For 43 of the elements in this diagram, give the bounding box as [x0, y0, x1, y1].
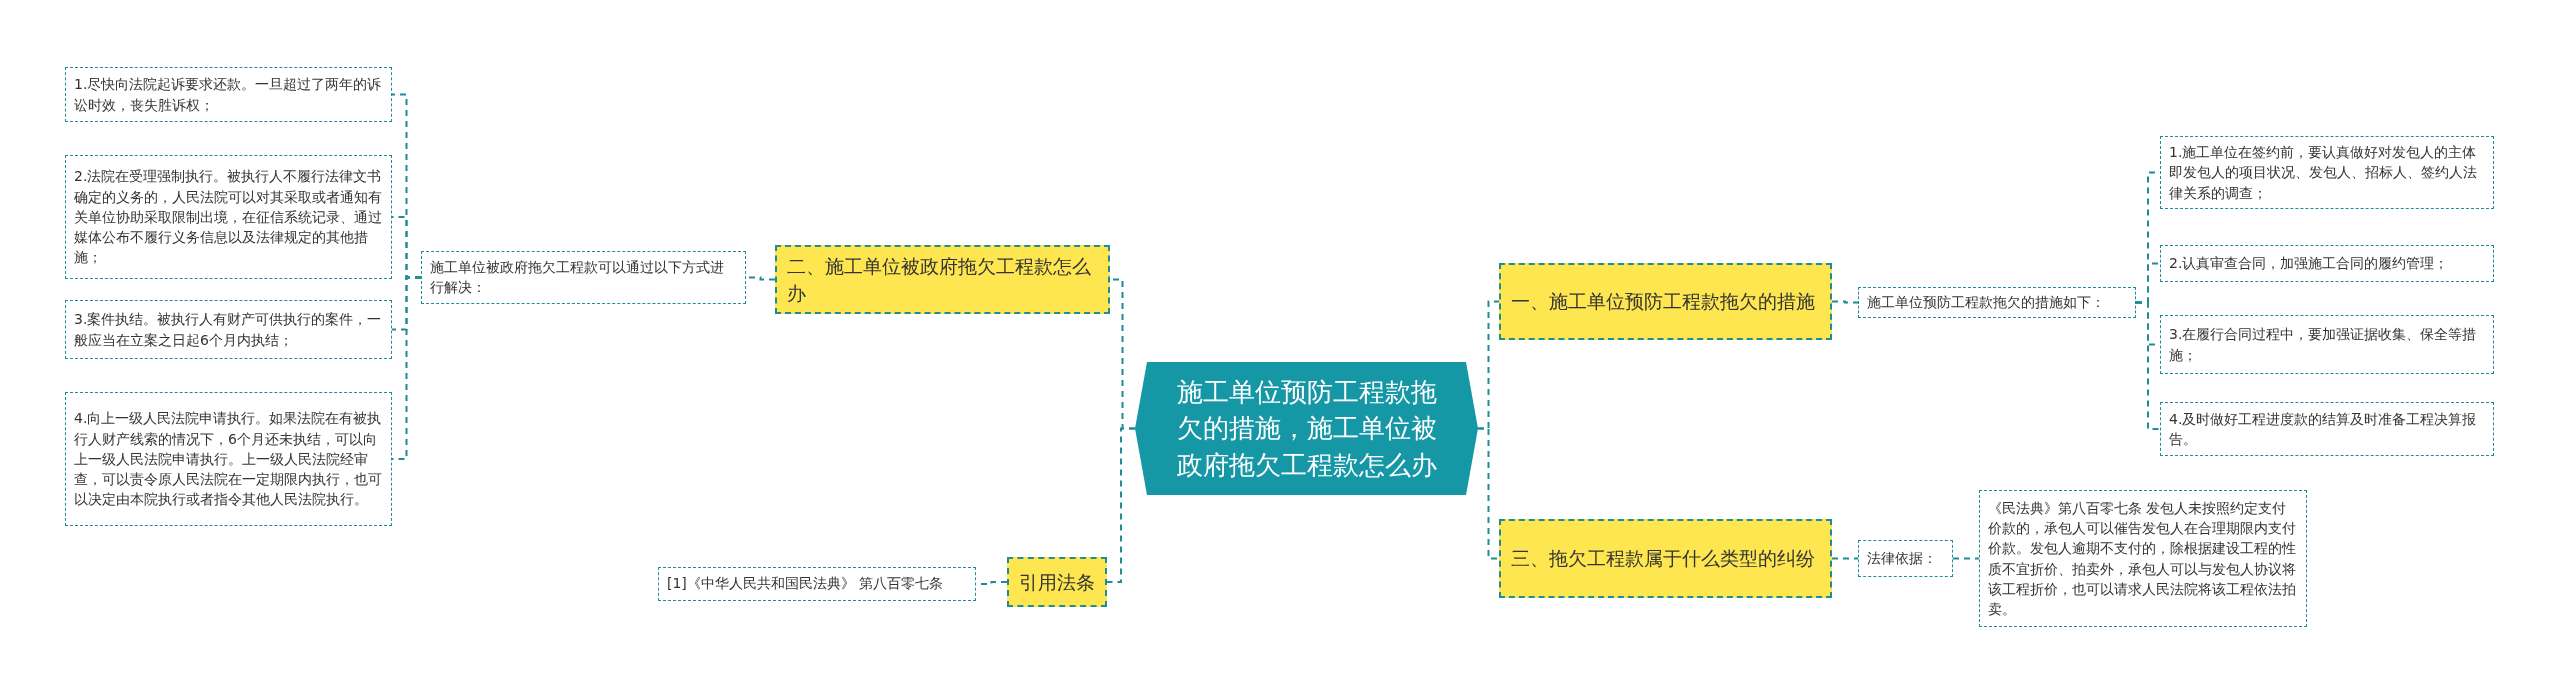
note-text: [1]《中华人民共和国民法典》 第八百零七条	[667, 574, 944, 594]
topic-text: 引用法条	[1019, 569, 1095, 595]
note-text: 施工单位被政府拖欠工程款可以通过以下方式进行解决：	[430, 257, 725, 297]
detail-text: 1.施工单位在签约前，要认真做好对发包人的主体即发包人的项目状况、发包人、招标人、签约人法律关系的调查；	[2169, 143, 2478, 203]
central-topic-text: 施工单位预防工程款拖欠的措施，施工单位被政府拖欠工程款怎么办	[1175, 375, 1438, 482]
connector-line	[1952, 557, 1980, 560]
topic-text: 二、施工单位被政府拖欠工程款怎么办	[787, 253, 1092, 306]
note-text: 法律依据：	[1867, 548, 1937, 568]
detail-text: 4.向上一级人民法院申请执行。如果法院在有被执行人财产线索的情况下，6个月还未执结，可以向上一级人民法院申请执行。上一级人民法院经审查，可以责令原人民法院在一定期限内执行，也可以决定由本院执行或者指令其他人民法院执行。	[74, 409, 383, 510]
detail-text: 4.及时做好工程进度款的结算及时准备工程决算报告。	[2169, 409, 2478, 449]
topic-box	[1499, 519, 1832, 598]
detail-text: 3.案件执结。被执行人有财产可供执行的案件，一般应当在立案之日起6个月内执结；	[74, 310, 383, 350]
connector-line	[1106, 427, 1136, 583]
topic-box	[1007, 557, 1107, 607]
detail-box	[2160, 136, 2494, 209]
connector-line	[391, 276, 422, 460]
detail-text: 2.认真审查合同，加强施工合同的履约管理；	[2169, 254, 2449, 274]
detail-text: 1.尽快向法院起诉要求还款。一旦超过了两年的诉讼时效，丧失胜诉权；	[74, 75, 383, 115]
topic-text: 三、拖欠工程款属于什么类型的纠纷	[1511, 546, 1815, 572]
detail-box	[65, 392, 392, 526]
note-box	[421, 251, 746, 304]
detail-box	[2160, 402, 2494, 456]
note-box	[658, 567, 976, 601]
note-text: 施工单位预防工程款拖欠的措施如下：	[1867, 292, 2105, 312]
detail-text: 2.法院在受理强制执行。被执行人不履行法律文书确定的义务的，人民法院可以对其采取或者通知有关单位协助采取限制出境，在征信系统记录、通过媒体公布不履行义务信息以及法律规定的其他措施；	[74, 167, 383, 268]
detail-text: 《民法典》第八百零七条 发包人未按照约定支付价款的，承包人可以催告发包人在合理期限内支付价款。发包人逾期不支付的，除根据建设工程的性质不宜折价、拍卖外，承包人可以与发包人协议将该工程折价，也可以请求人民法院将该工程依法拍卖。	[1988, 498, 2297, 620]
topic-text: 一、施工单位预防工程款拖欠的措施	[1511, 289, 1815, 315]
connector-line	[1477, 427, 1500, 560]
connector-line	[2135, 301, 2161, 430]
note-box	[1858, 540, 1953, 577]
central-topic	[1135, 362, 1478, 495]
note-box	[1858, 287, 2136, 318]
topic-box	[1499, 263, 1832, 340]
detail-box	[65, 300, 392, 359]
detail-box	[2160, 245, 2494, 282]
connector-line	[1831, 557, 1859, 560]
detail-box	[2160, 315, 2494, 374]
detail-box	[65, 155, 392, 279]
detail-box	[65, 67, 392, 122]
topic-box	[775, 245, 1110, 314]
detail-box	[1979, 490, 2307, 627]
connector-line	[1831, 300, 1859, 304]
detail-text: 3.在履行合同过程中，要加强证据收集、保全等措施；	[2169, 325, 2478, 365]
